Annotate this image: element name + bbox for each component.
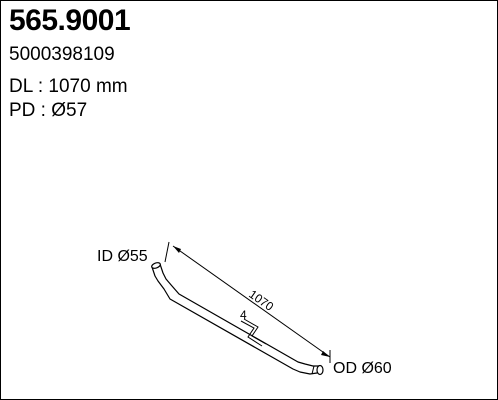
length-label: 1070 — [246, 287, 276, 314]
inner-diameter-callout: ID Ø55 — [97, 248, 148, 265]
dimension-arrow-start — [173, 246, 181, 253]
detail-label: 4 — [240, 308, 247, 322]
pipe-end-id — [151, 262, 161, 269]
developed-length: DL : 1070 mm — [9, 76, 128, 97]
detail-leader — [240, 318, 267, 347]
pipe-end-od — [316, 364, 324, 376]
dimension-arrow-end — [321, 351, 330, 357]
reference-number: 5000398109 — [9, 44, 115, 65]
pipe-diameter: PD : Ø57 — [9, 100, 88, 121]
length-dimension — [164, 241, 331, 363]
outer-diameter-callout: OD Ø60 — [333, 360, 392, 377]
pipe-outline — [151, 263, 321, 375]
part-number: 565.9001 — [9, 4, 131, 37]
